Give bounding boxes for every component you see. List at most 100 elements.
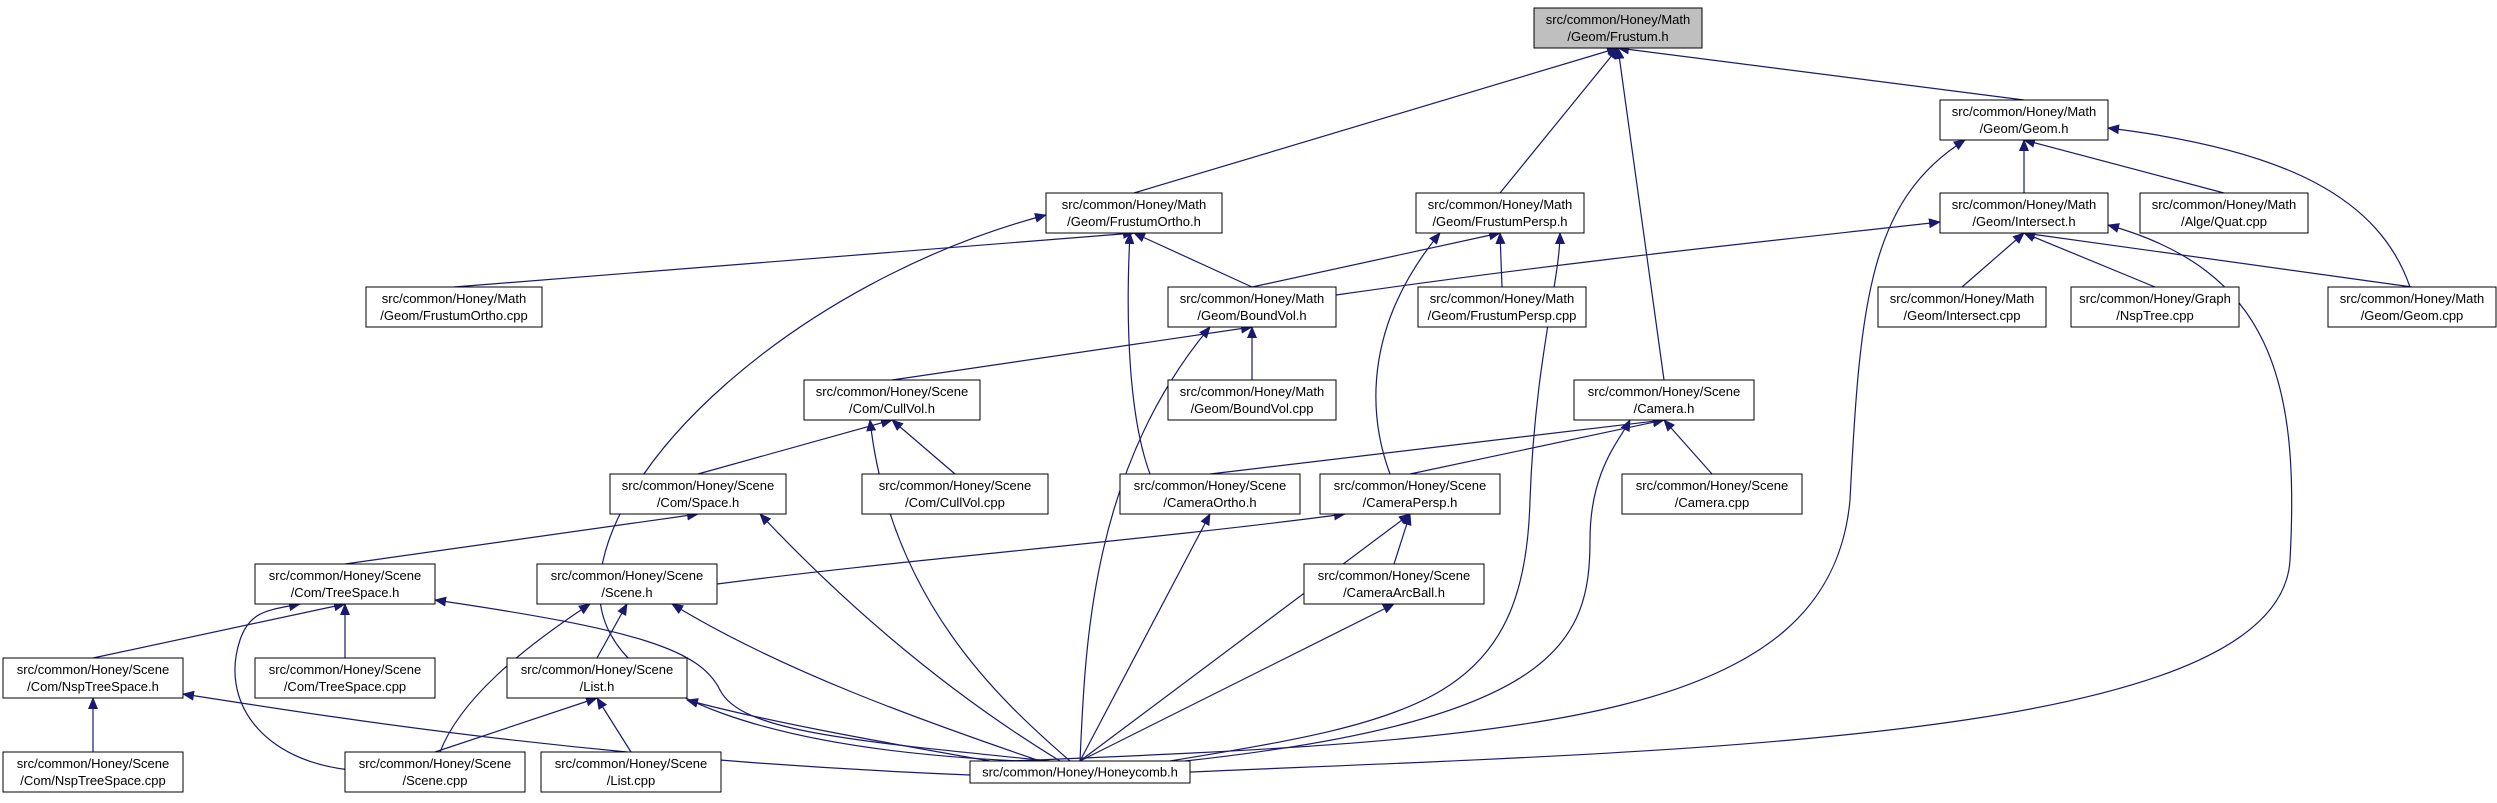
node-frustumortho-h[interactable]: src/common/Honey/Math/Geom/FrustumOrtho.… [1045,192,1223,234]
edge-frustumpersp_h-to-frustum_h [1499,47,1619,194]
edge-scene_cpp-to-treespace_h [234,601,351,771]
node-label-line: /CameraOrtho.h [1163,495,1256,510]
node-label-line: /Com/TreeSpace.h [291,585,400,600]
node-box [1167,379,1337,421]
edge-cameraortho_h-to-frustumortho_h [1124,232,1151,475]
node-label-line: src/common/Honey/Scene [622,478,774,493]
node-cullvol-h[interactable]: src/common/Honey/Scene/Com/CullVol.h [803,379,981,421]
edge-honeycomb_h-to-cameraarcball_h [1079,603,1395,762]
node-box [2,751,184,793]
node-box [2139,192,2309,234]
node-quat-cpp[interactable]: src/common/Honey/Math/Alge/Quat.cpp [2139,192,2309,234]
node-label-line: /Geom/FrustumOrtho.cpp [380,308,527,323]
node-frustumpersp-cpp[interactable]: src/common/Honey/Math/Geom/FrustumPersp.… [1417,286,1587,328]
node-label-line: /Geom/FrustumPersp.h [1432,214,1567,229]
edge-space_h-to-cullvol_h [697,418,893,475]
node-nsptreespace-cpp[interactable]: src/common/Honey/Scene/Com/NspTreeSpace.… [2,751,184,793]
node-label-line: /Geom/BoundVol.h [1197,308,1306,323]
node-nsptree-cpp[interactable]: src/common/Honey/Graph/NspTree.cpp [2070,286,2240,328]
node-label-line: src/common/Honey/Math [1428,197,1573,212]
node-camera-h[interactable]: src/common/Honey/Scene/Camera.h [1573,379,1755,421]
node-cullvol-cpp[interactable]: src/common/Honey/Scene/Com/CullVol.cpp [861,473,1049,515]
node-box [1417,286,1587,328]
node-box [2070,286,2240,328]
node-label-line: src/common/Honey/Scene [1134,478,1286,493]
node-intersect-h[interactable]: src/common/Honey/Math/Geom/Intersect.h [1939,192,2109,234]
node-label-line: src/common/Honey/Math [2340,291,2485,306]
node-scene-cpp[interactable]: src/common/Honey/Scene/Scene.cpp [344,751,526,793]
edge-geom_cpp-to-intersect_h [2023,229,2413,288]
node-frustumortho-cpp[interactable]: src/common/Honey/Math/Geom/FrustumOrtho.… [365,286,543,328]
node-box [344,751,526,793]
node-box [803,379,981,421]
node-box [1119,473,1301,515]
node-label-line: /NspTree.cpp [2116,308,2194,323]
node-label-line: /Com/TreeSpace.cpp [284,679,406,694]
node-box [2,657,184,699]
node-label-line: src/common/Honey/Math [1430,291,1575,306]
node-box [1415,192,1585,234]
node-label-line: src/common/Honey/Math [1180,291,1325,306]
edge-honeycomb_h-to-boundvol_h [1079,326,1211,762]
edge-geom_cpp-to-geom_h [2107,124,2411,288]
node-label-line: src/common/Honey/Scene [17,756,169,771]
node-frustumpersp-h[interactable]: src/common/Honey/Math/Geom/FrustumPersp.… [1415,192,1585,234]
node-label-line: src/common/Honey/Scene [555,756,707,771]
edge-cullvol_h-to-boundvol_h [891,323,1253,381]
node-honeycomb-h[interactable]: src/common/Honey/Honeycomb.h [969,760,1191,784]
edge-boundvol_h-to-intersect_h [1335,218,1941,296]
node-space-h[interactable]: src/common/Honey/Scene/Com/Space.h [609,473,787,515]
node-label-line: src/common/Honey/Scene [1588,384,1740,399]
node-scene-h[interactable]: src/common/Honey/Scene/Scene.h [536,563,718,605]
node-label-line: /Camera.h [1634,401,1695,416]
node-label-line: src/common/Honey/Scene [1334,478,1486,493]
edge-boundvol_h-to-frustumpersp_h [1251,230,1501,288]
edge-camerapersp_h-to-frustumpersp_h [1375,232,1441,475]
edge-nsptreespace_h-to-treespace_h [92,601,346,659]
node-box [1167,286,1337,328]
node-boundvol-h[interactable]: src/common/Honey/Math/Geom/BoundVol.h [1167,286,1337,328]
node-label-line: src/common/Honey/Math [2152,197,2297,212]
node-box [609,473,787,515]
edge-intersect_cpp-to-intersect_h [1961,232,2025,288]
node-label-line: src/common/Honey/Graph [2079,291,2231,306]
node-geom-cpp[interactable]: src/common/Honey/Math/Geom/Geom.cpp [2327,286,2497,328]
node-list-h[interactable]: src/common/Honey/Scene/List.h [506,657,688,699]
node-cameraortho-h[interactable]: src/common/Honey/Scene/CameraOrtho.h [1119,473,1301,515]
edge-honeycomb_h-to-intersect_h [1189,223,2293,773]
edge-honeycomb_h-to-geom_h [1009,139,1966,762]
edge-cameraortho_h-to-camera_h [1209,416,1665,475]
node-label-line: src/common/Honey/Scene [1318,568,1470,583]
node-list-cpp[interactable]: src/common/Honey/Scene/List.cpp [540,751,722,793]
node-box [1573,379,1755,421]
node-cameraarcball-h[interactable]: src/common/Honey/Scene/CameraArcBall.h [1303,563,1485,605]
node-label-line: src/common/Honey/Scene [17,662,169,677]
node-box [365,286,543,328]
node-treespace-cpp[interactable]: src/common/Honey/Scene/Com/TreeSpace.cpp [254,657,436,699]
node-camerapersp-h[interactable]: src/common/Honey/Scene/CameraPersp.h [1319,473,1501,515]
node-frustum-h[interactable]: src/common/Honey/Math/Geom/Frustum.h [1533,7,1703,49]
node-label-line: /Geom/Intersect.h [1972,214,2075,229]
edge-list_cpp-to-list_h [596,697,632,753]
node-label-line: src/common/Honey/Scene [359,756,511,771]
node-box [2327,286,2497,328]
node-label-line: /Geom/Frustum.h [1567,29,1668,44]
edge-nsptree_cpp-to-intersect_h [2023,232,2156,288]
node-geom-h[interactable]: src/common/Honey/Math/Geom/Geom.h [1939,99,2109,141]
node-label-line: /Geom/FrustumOrtho.h [1067,214,1201,229]
node-label-line: src/common/Honey/Math [1062,197,1207,212]
node-camera-cpp[interactable]: src/common/Honey/Scene/Camera.cpp [1621,473,1803,515]
node-box [1303,563,1485,605]
node-treespace-h[interactable]: src/common/Honey/Scene/Com/TreeSpace.h [254,563,436,605]
node-boundvol-cpp[interactable]: src/common/Honey/Math/Geom/BoundVol.cpp [1167,379,1337,421]
edge-frustumortho_cpp-to-frustumortho_h [453,228,1135,288]
edge-boundvol_h-to-frustumortho_h [1133,232,1253,288]
edge-scene_h-to-camerapersp_h [716,510,1346,585]
node-nsptreespace-h[interactable]: src/common/Honey/Scene/Com/NspTreeSpace.… [2,657,184,699]
node-box [536,563,718,605]
node-label-line: /CameraArcBall.h [1343,585,1445,600]
node-box [1877,286,2047,328]
node-intersect-cpp[interactable]: src/common/Honey/Math/Geom/Intersect.cpp [1877,286,2047,328]
